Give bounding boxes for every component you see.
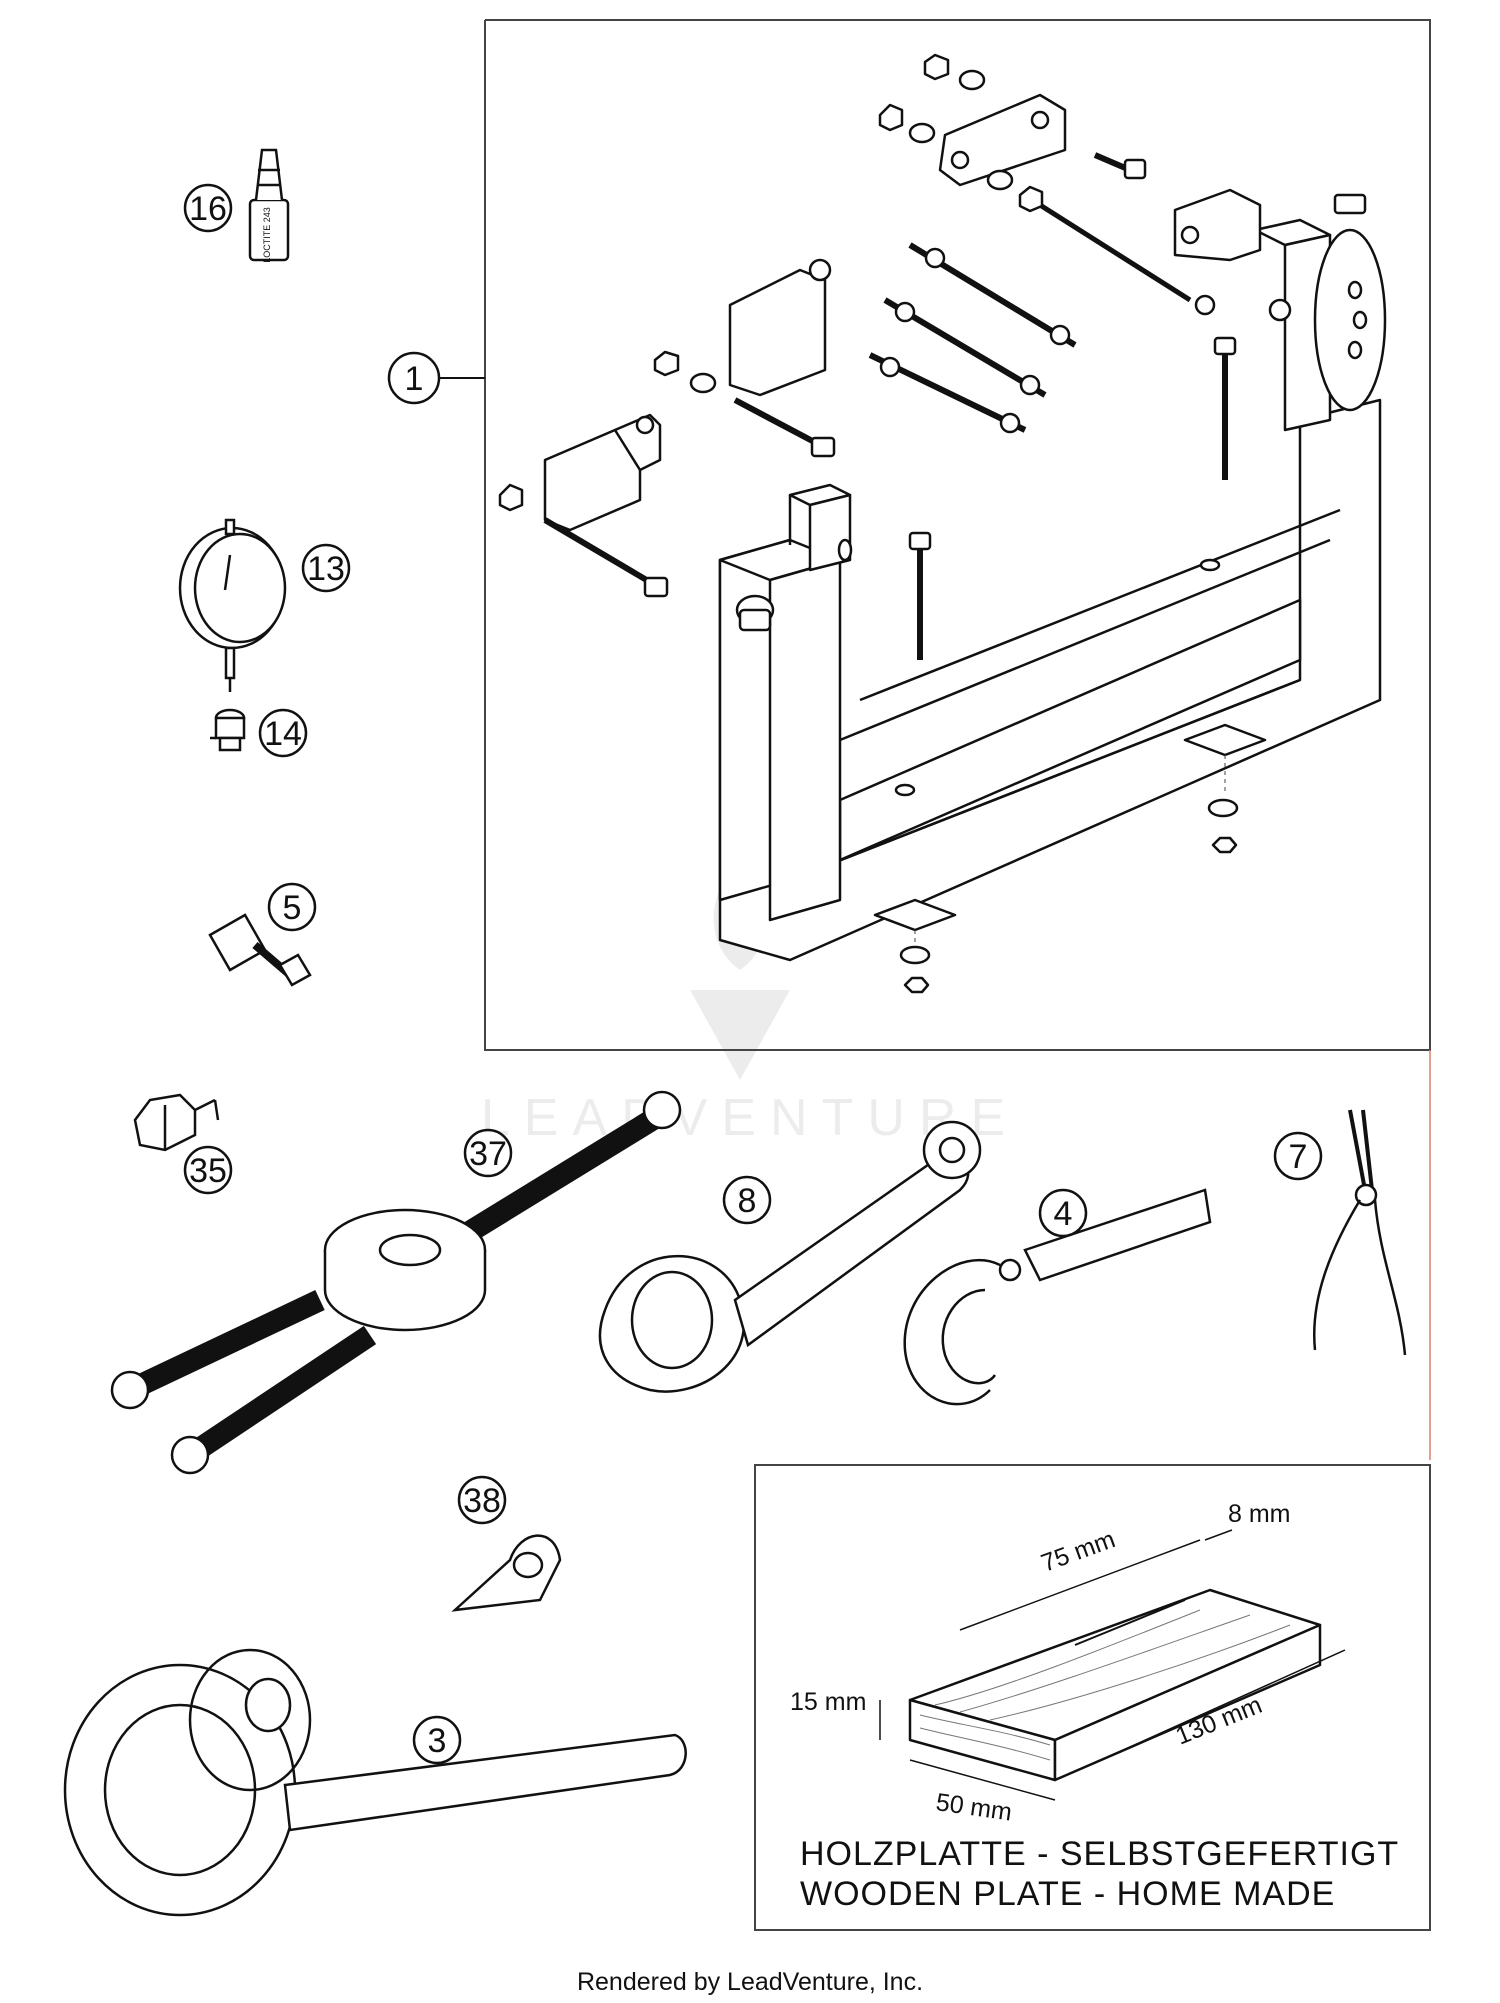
wood-grain bbox=[919, 1609, 1291, 1761]
engine-stand-drawing bbox=[718, 188, 1387, 962]
stand-frame-border bbox=[484, 19, 1431, 1460]
svg-text:7: 7 bbox=[1289, 1138, 1308, 1176]
nut-35-drawing bbox=[133, 1093, 220, 1152]
callout-4: 4 bbox=[1038, 1188, 1088, 1238]
holding-wrench-drawing bbox=[598, 1120, 982, 1393]
puller-bolt-drawing bbox=[208, 913, 312, 987]
svg-text:3: 3 bbox=[428, 1722, 447, 1760]
footer-credit: Rendered by LeadVenture, Inc. bbox=[576, 1968, 924, 1996]
holding-tool-3-drawing bbox=[63, 1648, 687, 1917]
svg-text:38: 38 bbox=[463, 1482, 501, 1520]
callout-1: 1 bbox=[387, 351, 441, 405]
callout-38: 38 bbox=[457, 1475, 507, 1525]
callout-13: 13 bbox=[301, 543, 351, 593]
callout-3: 3 bbox=[412, 1715, 462, 1765]
tool-38-drawing bbox=[451, 1534, 562, 1612]
dim-15mm: 15 mm bbox=[790, 1688, 866, 1716]
callout-35: 35 bbox=[183, 1145, 233, 1195]
dial-gauge-drawing bbox=[178, 518, 287, 692]
circlip-pliers-drawing bbox=[1313, 1109, 1407, 1356]
wooden-plate-box: 75 mm 8 mm 15 mm 130 mm 50 mm HOLZPLATTE… bbox=[754, 1464, 1431, 1931]
callout-7: 7 bbox=[1273, 1131, 1323, 1181]
svg-text:13: 13 bbox=[307, 550, 345, 588]
adapter-drawing bbox=[210, 708, 246, 752]
svg-text:37: 37 bbox=[469, 1135, 507, 1173]
svg-text:1: 1 bbox=[405, 360, 424, 398]
callout-8: 8 bbox=[722, 1175, 772, 1225]
hook-wrench-drawing bbox=[903, 1188, 1212, 1406]
callout-5: 5 bbox=[267, 882, 317, 932]
dimension-lines bbox=[879, 1529, 1346, 1801]
svg-text:4: 4 bbox=[1054, 1195, 1073, 1233]
svg-text:5: 5 bbox=[283, 889, 302, 927]
svg-text:16: 16 bbox=[189, 190, 227, 228]
callout-14: 14 bbox=[258, 708, 308, 758]
svg-text:14: 14 bbox=[264, 715, 302, 753]
watermark-text: LEADVENTURE bbox=[481, 1089, 1019, 1147]
caption-german: HOLZPLATTE - SELBSTGEFERTIGT bbox=[800, 1835, 1399, 1873]
caption-english: WOODEN PLATE - HOME MADE bbox=[800, 1875, 1335, 1913]
loctite-tube-drawing: LOCTITE 243 bbox=[248, 148, 290, 263]
svg-text:35: 35 bbox=[189, 1152, 227, 1190]
wooden-plate-drawing bbox=[908, 1588, 1322, 1782]
dim-8mm: 8 mm bbox=[1228, 1500, 1291, 1528]
callout-16: 16 bbox=[183, 183, 233, 233]
loctite-label: LOCTITE 243 bbox=[262, 207, 272, 263]
callouts: 1 16 13 14 5 35 37 8 4 7 38 3 bbox=[183, 183, 1323, 1765]
svg-text:8: 8 bbox=[738, 1182, 757, 1220]
flywheel-puller-drawing bbox=[110, 1090, 682, 1475]
stand-hardware bbox=[498, 53, 1267, 994]
callout-37: 37 bbox=[463, 1128, 513, 1178]
